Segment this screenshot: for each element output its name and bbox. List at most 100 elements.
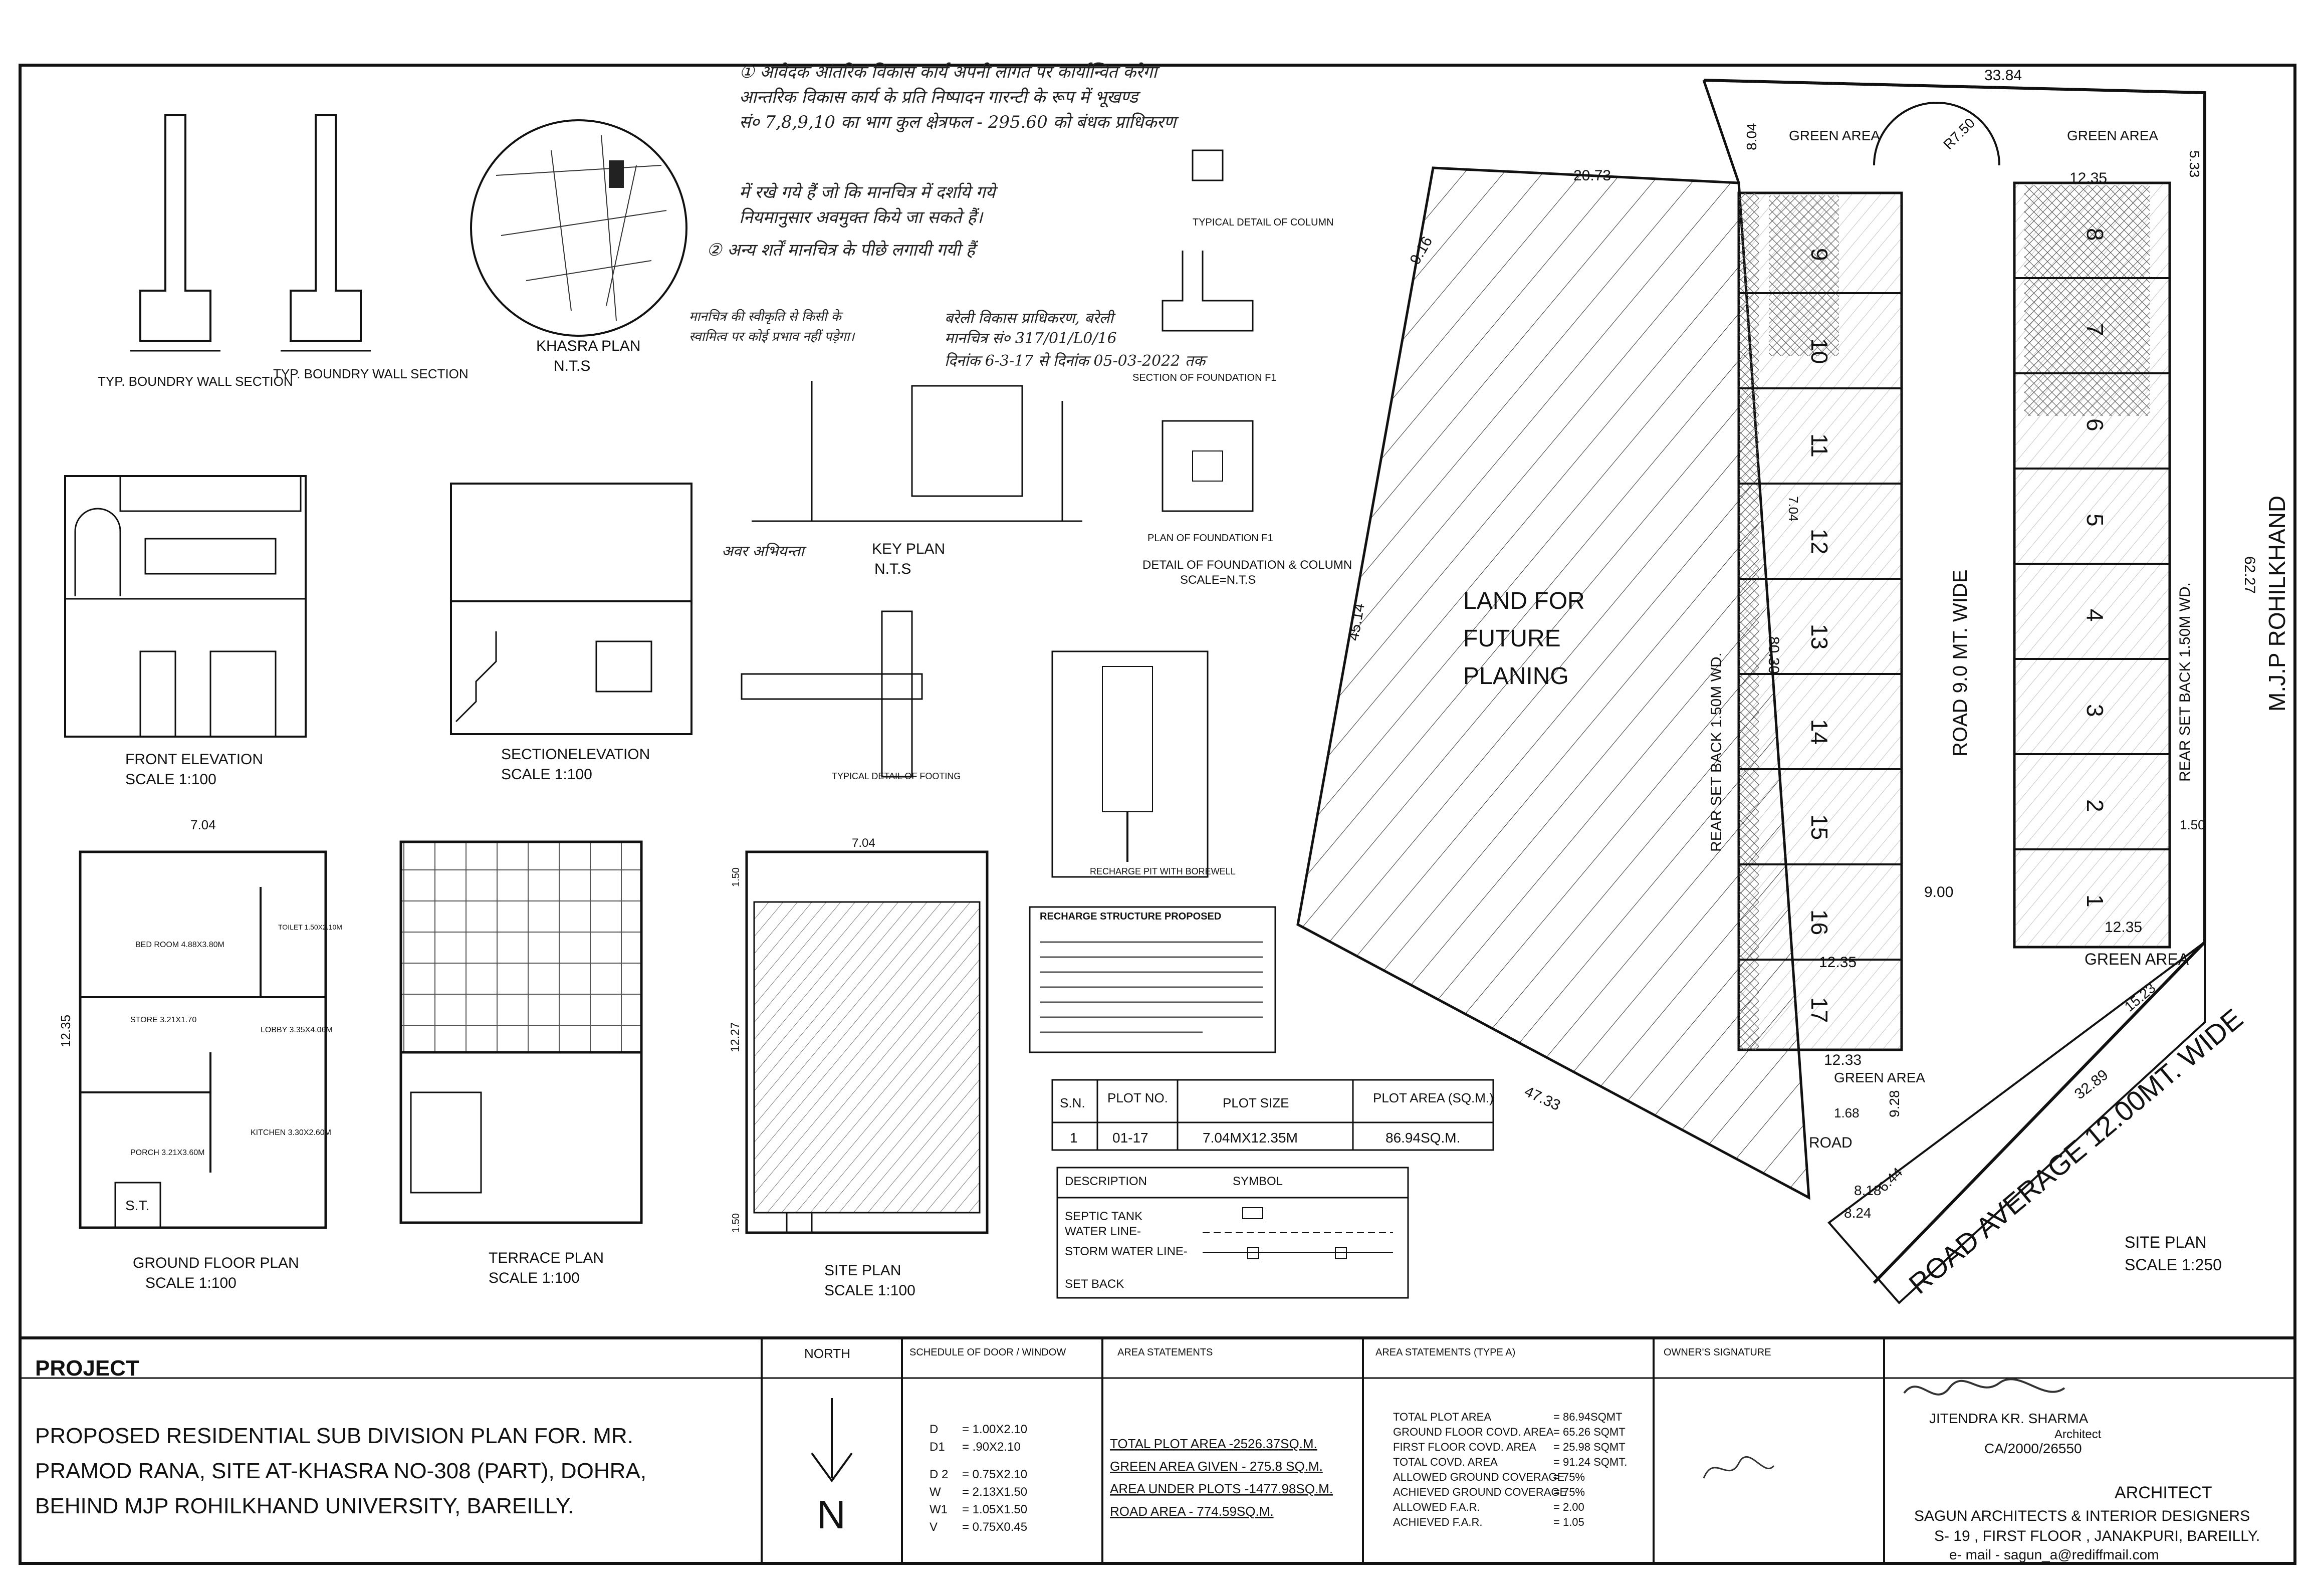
plot-15: 15 [1806, 814, 1832, 840]
ground-floor-scale: SCALE 1:100 [145, 1275, 237, 1291]
plot-table-size: 7.04MX12.35M [1203, 1130, 1298, 1146]
recharge-note: RECHARGE STRUCTURE PROPOSED [1029, 906, 1276, 1053]
symbol-setback: SET BACK [1065, 1277, 1124, 1291]
terrace-plan: TERRACE PLAN SCALE 1:100 [399, 840, 643, 1286]
land-label-line2: FUTURE [1463, 625, 1561, 652]
key-plan-title: KEY PLAN [872, 541, 945, 557]
sched-d-key: D [930, 1423, 938, 1436]
plot-table-h-plotno: PLOT NO. [1107, 1090, 1168, 1105]
plot-5: 5 [2082, 514, 2108, 527]
rear-setback-right: REAR SET BACK 1.50M WD. [2177, 582, 2193, 782]
dim-12-35-b: 12.35 [2069, 170, 2107, 186]
note-line-5: नियमानुसार अवमुक्त किये जा सकते हैं। [739, 207, 984, 228]
area-total: TOTAL PLOT AREA -2526.37SQ.M. [1110, 1436, 1317, 1451]
green-area-bottom-left: GREEN AREA [1834, 1070, 1925, 1085]
ground-floor-title: GROUND FLOOR PLAN [133, 1255, 299, 1271]
plot-3: 3 [2082, 704, 2108, 717]
front-elevation-scale: SCALE 1:100 [125, 771, 216, 788]
khasra-plan-title: KHASRA PLAN [536, 338, 640, 354]
sched-d2-val: = 0.75X2.10 [962, 1468, 1027, 1481]
sched-v-val: = 0.75X0.45 [962, 1520, 1027, 1534]
terrace-plan-title: TERRACE PLAN [489, 1250, 604, 1266]
sched-d-val: = 1.00X2.10 [962, 1423, 1027, 1436]
area-a-k7: ALLOWED F.A.R. [1393, 1501, 1480, 1513]
key-plan-nts: N.T.S [874, 561, 911, 577]
road-9m-label: ROAD 9.0 MT. WIDE [1949, 570, 1971, 757]
title-block: PROJECT PROPOSED RESIDENTIAL SUB DIVISIO… [20, 1338, 2295, 1563]
foundation-detail-scale: SCALE=N.T.S [1180, 573, 1256, 587]
ground-dim-width: 7.04 [190, 817, 216, 832]
ground-floor-plan: BED ROOM 4.88X3.80M STORE 3.21X1.70 LOBB… [58, 817, 342, 1291]
plot-14: 14 [1806, 719, 1832, 745]
plot-10: 10 [1806, 338, 1832, 364]
small-site-dim-front: 1.50 [731, 867, 742, 887]
plot-table-area: 86.94SQ.M. [1386, 1130, 1460, 1146]
plot-8: 8 [2082, 228, 2108, 241]
site-plan-title: SITE PLAN [2125, 1233, 2207, 1251]
area-road: ROAD AREA - 774.59SQ.M. [1110, 1504, 1274, 1519]
area-a-v1: = 86.94SQMT [1553, 1411, 1623, 1423]
dim-9-28: 9.28 [1887, 1090, 1902, 1118]
column-detail-title: TYPICAL DETAIL OF COLUMN [1193, 217, 1334, 228]
footing-detail-title: TYPICAL DETAIL OF FOOTING [832, 771, 961, 781]
dim-8-04: 8.04 [1744, 123, 1759, 151]
khasra-plan-nts: N.T.S [554, 358, 590, 374]
area-a-v3: = 25.98 SQMT [1553, 1441, 1626, 1453]
dim-12-33: 12.33 [1824, 1052, 1862, 1068]
area-a-v7: = 2.00 [1553, 1501, 1584, 1513]
boundary-wall-sections: TYP. BOUNDRY WALL SECTION TYP. BOUNDRY W… [98, 114, 469, 389]
left-plot-column: 9 10 11 12 13 14 15 16 17 REAR SET BACK … [1708, 191, 1903, 1051]
north-heading: NORTH [804, 1346, 850, 1361]
dim-1-68: 1.68 [1834, 1105, 1860, 1120]
dim-47-33: 47.33 [1522, 1083, 1563, 1114]
approval-line-4: मानचित्र सं० 317/01/L0/16 [945, 330, 1117, 347]
area-a-v8: = 1.05 [1553, 1516, 1584, 1528]
section-elevation-scale: SCALE 1:100 [501, 766, 592, 783]
firm-address: S- 19 , FIRST FLOOR , JANAKPURI, BAREILL… [1934, 1528, 2260, 1544]
small-site-dim-width: 7.04 [852, 836, 875, 850]
dim-62-27: 62.27 [2241, 556, 2258, 594]
sched-d1-val: = .90X2.10 [962, 1440, 1021, 1454]
symbol-septic: SEPTIC TANK [1065, 1210, 1142, 1223]
wall-section-1-title: TYP. BOUNDRY WALL SECTION [98, 374, 293, 389]
note-line-2: आन्तरिक विकास कार्य के प्रति निष्पादन गा… [739, 87, 1141, 108]
plot-6: 6 [2082, 418, 2108, 431]
septic-tank-label: S.T. [125, 1198, 149, 1213]
project-heading: PROJECT [35, 1356, 139, 1381]
khasra-plan: KHASRA PLAN N.T.S [470, 119, 687, 374]
area-a-k4: TOTAL COVD. AREA [1393, 1456, 1498, 1468]
project-description-3: BEHIND MJP ROHILKHAND UNIVERSITY, BAREIL… [35, 1494, 574, 1518]
front-elevation: FRONT ELEVATION SCALE 1:100 [64, 475, 307, 788]
plot-table-h-sn: S.N. [1060, 1095, 1085, 1110]
recharge-pit-title: RECHARGE PIT WITH BOREWELL [1090, 866, 1236, 876]
handwritten-notes: ① आवेदक आंतरिक विकास कार्य अपनी लागत पर … [689, 62, 1208, 560]
project-description-1: PROPOSED RESIDENTIAL SUB DIVISION PLAN F… [35, 1424, 633, 1448]
area-a-k3: FIRST FLOOR COVD. AREA [1393, 1441, 1536, 1453]
rear-setback-left: REAR SET BACK 1.50M WD. [1708, 652, 1725, 852]
symbol-water: WATER LINE- [1065, 1225, 1141, 1238]
sched-v-key: V [930, 1520, 938, 1534]
site-plan: LAND FOR FUTURE PLANING 9 10 11 12 13 14 [1296, 67, 2290, 1304]
sched-w-key: W [930, 1485, 941, 1499]
plot-4: 4 [2082, 609, 2108, 622]
architect-reg: CA/2000/26550 [1984, 1441, 2082, 1456]
area-a-k8: ACHIEVED F.A.R. [1393, 1516, 1482, 1528]
dim-12-35-a: 12.35 [1819, 954, 1857, 971]
sched-w1-key: W1 [930, 1503, 948, 1516]
plot-table-plotno: 01-17 [1112, 1130, 1148, 1146]
land-label-line3: PLANING [1463, 663, 1569, 690]
plot-2: 2 [2082, 799, 2108, 812]
plot-table: S.N. PLOT NO. PLOT SIZE PLOT AREA (SQ.M.… [1051, 1079, 1494, 1151]
area-a-v2: = 65.26 SQMT [1553, 1426, 1626, 1438]
dim-r7-50: R7.50 [1940, 115, 1978, 152]
approval-line-5: दिनांक 6-3-17 से दिनांक 05-03-2022 तक [945, 352, 1208, 370]
dim-12-35-c: 12.35 [2105, 919, 2142, 936]
dim-8-24: 8.24 [1844, 1205, 1872, 1221]
ground-dim-depth: 12.35 [58, 1015, 73, 1047]
room-porch: PORCH 3.21X3.60M [130, 1149, 205, 1157]
section-elevation-title: SECTIONELEVATION [501, 746, 650, 763]
symbol-table-h-desc: DESCRIPTION [1065, 1175, 1147, 1188]
architect-name: JITENDRA KR. SHARMA [1929, 1411, 2089, 1426]
symbol-table-h-symbol: SYMBOL [1233, 1175, 1283, 1188]
north-arrowhead-icon [811, 1452, 853, 1483]
